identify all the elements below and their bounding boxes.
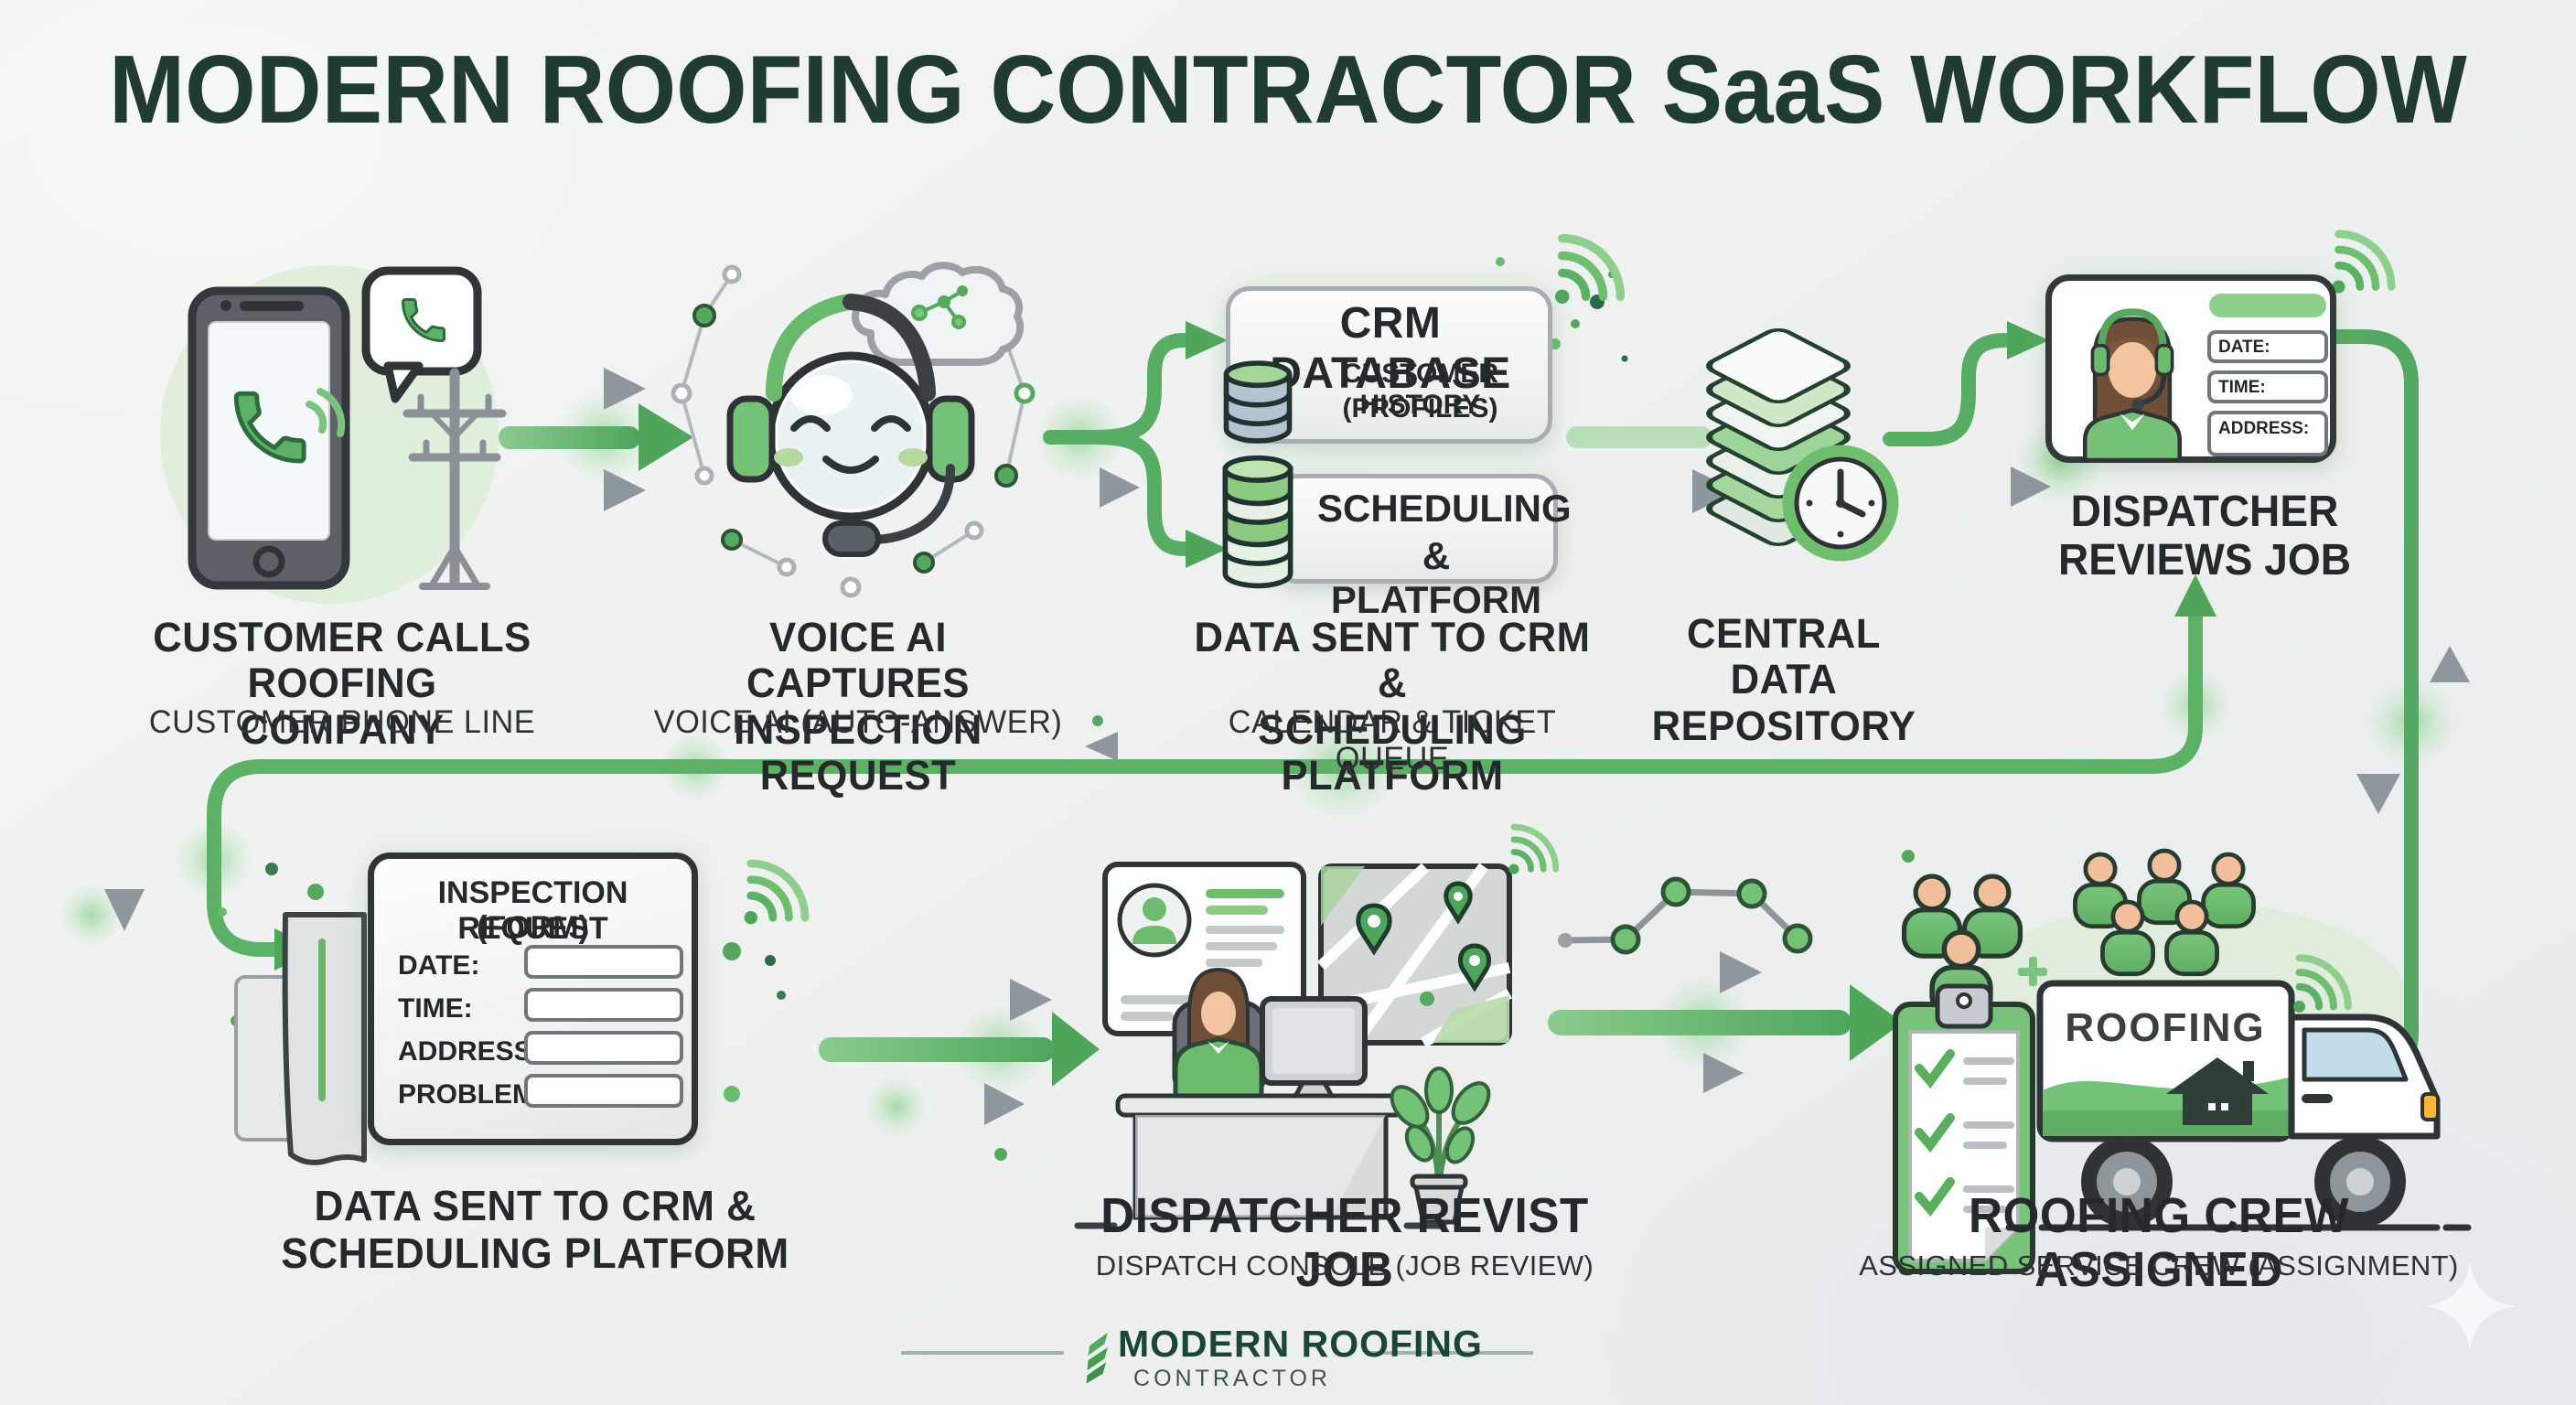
branch-voice-to-crm: [1043, 333, 1191, 556]
dispatcher-review-card: DATE: TIME: ADDRESS:: [2045, 274, 2336, 463]
step5-heading: DISPATCHER REVIEWS JOB: [2057, 488, 2352, 585]
step1-subheading: CUSTOMER PHONE LINE: [148, 704, 536, 740]
time-field: TIME:: [2207, 370, 2328, 403]
database-cylinder-icon: [1222, 455, 1293, 589]
speech-bubble-icon: [361, 266, 482, 403]
step2-heading: VOICE AI CAPTURES INSPECTION REQUEST: [734, 614, 982, 799]
desk: [1115, 1093, 1406, 1220]
crm-card-sub2: (PROFILES): [1342, 393, 1498, 424]
wifi-icon: [2332, 230, 2396, 294]
monitor-icon: [1260, 996, 1368, 1102]
form-problem-input: [524, 1074, 683, 1108]
cloud-icon: [852, 262, 1025, 366]
gray-up-arrow: [2430, 646, 2470, 682]
step7-heading: DISPATCHER REVIST JOB: [1100, 1188, 1589, 1298]
scheduling-card-line2: & PLATFORM: [1330, 534, 1542, 621]
step3-subheading: CALENDAR & TICKET QUEUE: [1228, 704, 1557, 777]
leaf-logo-icon: [1086, 1332, 1108, 1384]
step6-heading: DATA SENT TO CRM & SCHEDULING PLATFORM: [281, 1182, 789, 1278]
inspection-form-card: INSPECTION REQUEST (FORM) DATE: TIME: AD…: [368, 853, 698, 1145]
footer-rule-left: [901, 1351, 1064, 1355]
step7-subheading: DISPATCH CONSOLE (JOB REVIEW): [1095, 1249, 1594, 1282]
dispatch-console-illustration: [1074, 823, 1560, 1229]
arrow-repo-to-dispatcher: [1883, 321, 2051, 507]
map-pin-icon: [1444, 881, 1473, 925]
card-green-bar: [2209, 294, 2326, 317]
gray-down-arrowhead: [104, 889, 145, 931]
crew-person-icon: [2201, 852, 2256, 929]
wifi-icon: [744, 859, 810, 925]
ai-bot-headset-icon: [726, 294, 975, 557]
date-field: DATE:: [2207, 330, 2328, 363]
footer-tagline: CONTRACTOR: [1133, 1366, 1331, 1391]
phone-icon: [188, 286, 350, 590]
customer-call-illustration: [188, 266, 507, 590]
wifi-icon: [1508, 823, 1560, 874]
phone-handset-icon: [233, 391, 306, 464]
crm-card-sub1: CUSTOMER HISTORY: [1341, 359, 1499, 420]
arrow-phone-to-voice: [499, 368, 693, 511]
dispatcher-avatar-icon: [2082, 308, 2183, 463]
arrow-form-to-console: [819, 979, 1100, 1125]
truck-text: ROOFING: [2065, 1005, 2265, 1050]
form-address-input: [524, 1031, 683, 1065]
form-title-line2: (FORM): [477, 910, 589, 945]
crew-person-icon: [1961, 874, 2023, 959]
branch-arrowhead-up: [1186, 321, 1228, 359]
molecule-icon: [911, 285, 968, 329]
address-field: ADDRESS:: [2207, 411, 2328, 456]
house-icon: [2166, 1057, 2269, 1125]
voice-ai-illustration: [671, 262, 1036, 598]
scheduling-card: [1273, 474, 1558, 584]
step2-subheading: VOICE AI (AUTO-ANSWER): [653, 704, 1063, 740]
step3-heading: DATA SENT TO CRM & SCHEDULING PLATFORM: [1194, 614, 1591, 799]
database-cylinder-icon: [1223, 360, 1293, 444]
step4-heading: CENTRAL DATA REPOSITORY: [1651, 610, 1916, 749]
sparkle-plus: [2018, 957, 2047, 986]
decor-dot: [1902, 850, 1915, 863]
scheduling-card-line1: SCHEDULING: [1317, 487, 1572, 530]
wifi-icon: [1555, 233, 1626, 304]
map-pin-icon: [1356, 903, 1392, 956]
data-stack-icon: [1706, 327, 1899, 562]
sparkle-icon: [2424, 1260, 2516, 1352]
form-title-line1: INSPECTION REQUEST: [437, 875, 628, 946]
gray-left-arrow: [1085, 732, 1118, 761]
clipboard-checklist-icon: [1893, 983, 2035, 1274]
profile-screen: [1102, 862, 1306, 1036]
form-back-sheets: [234, 912, 367, 1165]
crew-person-icon: [2164, 899, 2219, 977]
crm-card-title: CRM DATABASE: [1270, 299, 1511, 398]
utility-pole-icon: [402, 368, 507, 590]
checklist-lines: [1963, 1057, 2014, 1213]
crew-people: [1901, 848, 2256, 1019]
page-title: MODERN ROOFING CONTRACTOR SaaS WORKFLOW: [109, 36, 2467, 144]
step8-heading: ROOFING CREW ASSIGNED: [1968, 1188, 2350, 1298]
form-time-input: [524, 988, 683, 1022]
checkmarks: [1915, 1049, 1955, 1217]
arrow-console-to-crew: [1548, 951, 1903, 1093]
crew-person-icon: [2100, 899, 2155, 977]
footer-brand: MODERN ROOFING: [1118, 1323, 1483, 1365]
gray-down-arrow: [2356, 774, 2400, 814]
map-screen: [1316, 863, 1512, 1048]
roofing-crew-illustration: ROOFING: [1893, 848, 2472, 1274]
phone-handset-icon: [401, 298, 445, 343]
form-date-input: [524, 945, 683, 979]
dispatcher-at-desk: [1172, 967, 1267, 1100]
map-pin-icon: [1458, 943, 1491, 992]
step8-subheading: ASSIGNED SERVICE CREW (ASSIGNMENT): [1859, 1249, 2459, 1282]
step1-heading: CUSTOMER CALLS ROOFING COMPANY: [153, 614, 531, 753]
route-node-motif: [1558, 876, 1813, 955]
wifi-icon: [2293, 954, 2352, 1013]
network-nodes: [671, 264, 1036, 598]
crew-person-icon: [1901, 874, 1963, 959]
plant-icon: [1390, 1067, 1491, 1225]
return-arrowhead-up: [2174, 574, 2216, 617]
roofing-truck-icon: ROOFING: [2005, 980, 2472, 1231]
branch-arrowhead-down: [1186, 530, 1228, 568]
footer-rule-right: [1368, 1351, 1533, 1355]
clock-icon: [1782, 445, 1899, 562]
arrow-voice-to-crm-gray: [1011, 467, 1140, 508]
